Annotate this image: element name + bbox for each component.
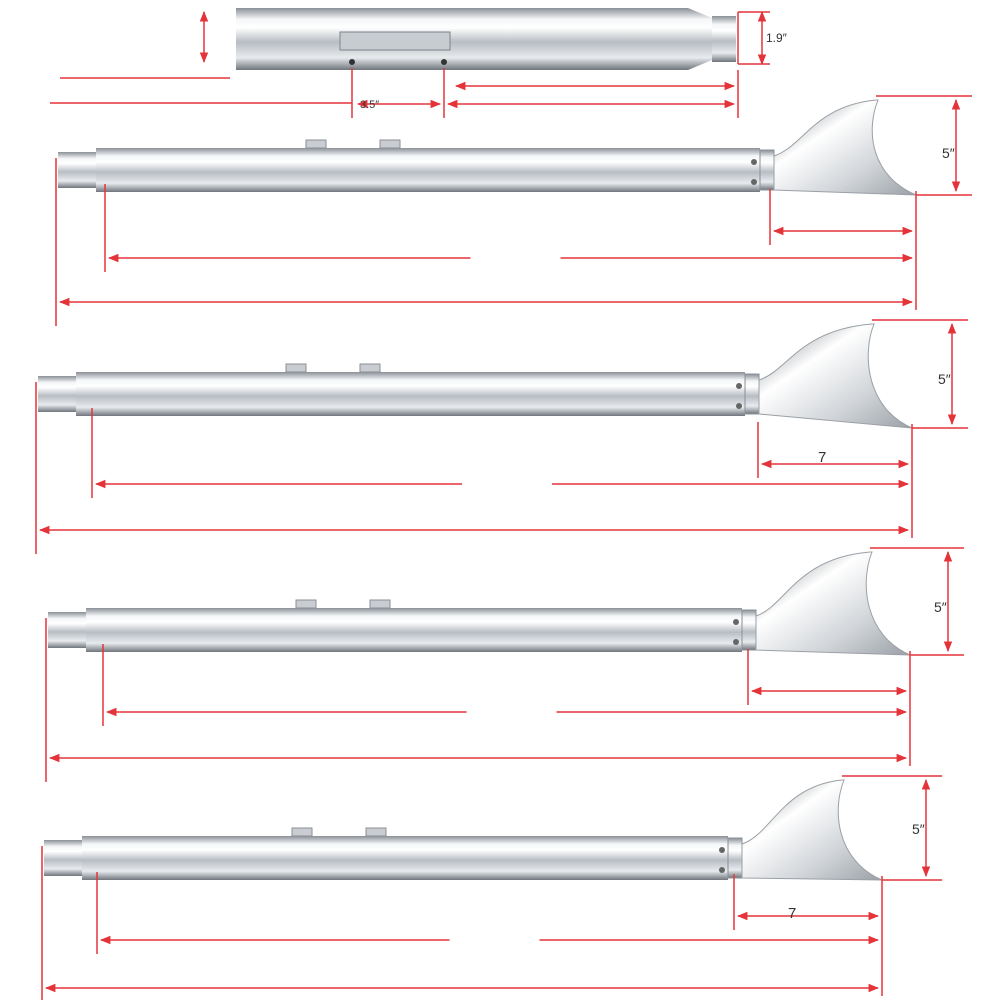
pipe-fishtail-2 xyxy=(758,323,913,429)
top-muffler-dimensions xyxy=(50,10,770,118)
diameter-label: 1.9″ xyxy=(766,31,788,45)
pipe-fishtail-4 xyxy=(741,779,883,881)
tip-height-label-3: 5″ xyxy=(934,599,947,615)
pipe-band-3 xyxy=(741,609,757,651)
top-muffler-taper xyxy=(688,8,712,70)
pipe-screw-1 xyxy=(751,179,757,185)
mount-spacing-label: 3.5″ xyxy=(360,99,379,111)
pipe-inlet-4 xyxy=(44,840,84,876)
pipe-inlet-1 xyxy=(58,152,98,188)
pipe-dimension-set-1 xyxy=(55,95,972,326)
pipe-screw-2 xyxy=(736,383,742,389)
tip-height-label-4: 5″ xyxy=(912,821,925,837)
pipe-screw-4 xyxy=(719,847,725,853)
pipe-mount-tab-2 xyxy=(359,363,381,373)
fishtail-pipe-1 xyxy=(58,99,917,196)
pipe-mount-tab-3 xyxy=(295,599,317,609)
pipe-mount-tab-4 xyxy=(365,827,387,837)
pipe-dimension-set-4 xyxy=(41,775,942,1000)
top-muffler-mount-hole-left xyxy=(349,59,355,65)
pipe-band-1 xyxy=(759,149,775,191)
pipe-tube-2 xyxy=(76,372,745,416)
pipe-fishtail-1 xyxy=(773,99,917,196)
fishtail-pipes xyxy=(38,99,917,881)
pipe-inlet-3 xyxy=(48,612,88,648)
pipe-screw-3 xyxy=(733,619,739,625)
tip-length-label-4: 7 xyxy=(788,905,796,922)
tip-height-label-1: 5″ xyxy=(942,145,955,161)
tip-height-label-2: 5″ xyxy=(938,371,951,387)
pipe-screw-1 xyxy=(751,159,757,165)
pipe-mount-tab-1 xyxy=(379,139,401,149)
pipe-inlet-2 xyxy=(38,376,78,412)
pipe-band-4 xyxy=(727,837,743,879)
fishtail-pipe-3 xyxy=(48,551,911,656)
pipe-fishtail-3 xyxy=(755,551,911,656)
top-muffler-mount-slot xyxy=(339,31,451,51)
top-muffler-mount-hole-right xyxy=(441,59,447,65)
pipe-screw-4 xyxy=(719,867,725,873)
pipe-band-2 xyxy=(744,373,760,415)
top-muffler xyxy=(236,8,736,70)
pipe-tube-3 xyxy=(86,608,742,652)
pipe-dimension-set-3 xyxy=(45,547,964,782)
pipe-mount-tab-2 xyxy=(285,363,307,373)
fishtail-pipe-2 xyxy=(38,323,913,429)
pipe-screw-3 xyxy=(733,639,739,645)
top-muffler-outlet xyxy=(712,16,736,62)
tip-length-label-2: 7 xyxy=(818,449,826,466)
pipe-mount-tab-4 xyxy=(291,827,313,837)
pipe-mount-tab-1 xyxy=(305,139,327,149)
fishtail-pipe-dimensions: 5″ 5″ 7 5″ 5″ 7 xyxy=(35,95,972,1000)
pipe-screw-2 xyxy=(736,403,742,409)
pipe-tube-4 xyxy=(82,836,728,880)
fishtail-pipe-4 xyxy=(44,779,883,881)
top-muffler-body xyxy=(236,8,688,70)
pipe-tube-1 xyxy=(96,148,760,192)
pipe-mount-tab-3 xyxy=(369,599,391,609)
pipe-dimension-set-2 xyxy=(35,319,968,554)
